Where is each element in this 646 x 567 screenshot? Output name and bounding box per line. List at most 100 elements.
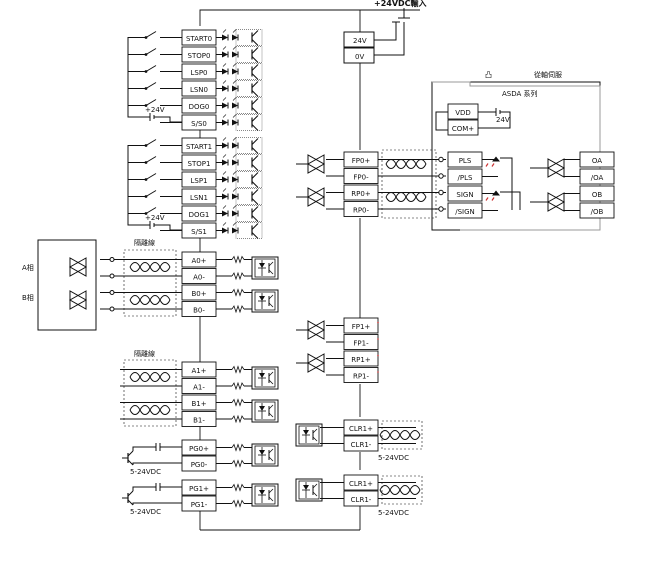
encoder0-terminal-0-label: A0+ <box>191 257 206 265</box>
clr-terminal-3-label: CLR1- <box>351 496 372 504</box>
controller-outline <box>199 9 420 531</box>
servo-output-0-label: OA <box>592 157 602 165</box>
opto-coupler-icon <box>254 291 276 311</box>
servo-terminal-3-label: /SIGN <box>455 208 475 216</box>
servo-output-2-label: OB <box>592 191 603 199</box>
line-driver-icon <box>547 192 566 212</box>
switch-contact <box>144 178 148 181</box>
encoder0-terminal-2: B0+ <box>181 284 217 301</box>
input-led-icon <box>221 46 239 58</box>
shield-label: 隔離線 <box>134 238 155 247</box>
opto-coupler-icon <box>254 368 276 388</box>
pulse0-terminal-3-label: RP0- <box>353 207 370 215</box>
line-driver-icon <box>307 320 326 340</box>
plus24-label: +24V <box>145 106 165 114</box>
input1-terminal-1: STOP1 <box>181 154 217 171</box>
input0-terminal-3-label: LSN0 <box>190 86 208 94</box>
encoder1-terminal-3: B1- <box>181 411 217 427</box>
switch-contact <box>144 212 148 215</box>
led-icon <box>492 156 500 162</box>
servo-model: ASDA 系列 <box>502 89 538 98</box>
input-led-icon <box>221 171 239 183</box>
pg-terminal-3-label: PG1- <box>191 501 208 509</box>
line-driver-icon <box>307 353 326 373</box>
encoder-source: A相 B相 <box>22 239 97 331</box>
servo-output-3-label: /OB <box>591 208 604 216</box>
input1-terminal-0-label: START1 <box>186 143 212 151</box>
pg-terminal-2-label: PG1+ <box>189 485 209 493</box>
input1-terminal-1-label: STOP1 <box>188 160 211 168</box>
pulse0-terminal-0: FP0+ <box>343 151 379 168</box>
resistor-icon <box>231 399 245 406</box>
servo-terminal-2: SIGN <box>447 185 483 202</box>
pulse0-terminal-0-label: FP0+ <box>352 157 371 165</box>
switch-contact <box>144 36 148 39</box>
servo-output-2: OB <box>579 185 615 202</box>
servo-terminal-3: /SIGN <box>447 202 483 219</box>
resistor-icon <box>231 305 245 313</box>
plus24-label: +24V <box>145 214 165 222</box>
input0-terminal-0-label: START0 <box>186 35 212 43</box>
clr-voltage-label: 5-24VDC <box>378 509 409 517</box>
input1-terminal-2: LSP1 <box>181 171 217 188</box>
switch-contact <box>144 53 148 56</box>
input0-terminal-1-label: STOP0 <box>188 52 211 60</box>
input1-terminal-4: DOG1 <box>181 205 217 222</box>
input0-terminal-3: LSN0 <box>181 80 217 97</box>
input-led-icon <box>221 63 239 75</box>
led-icon <box>492 190 500 196</box>
servo-output-3: /OB <box>579 202 615 219</box>
resistor-icon <box>231 444 245 451</box>
resistor-icon <box>231 460 245 467</box>
input0-terminal-5: S/S0 <box>181 114 217 131</box>
pg-terminal-3: PG1- <box>181 495 217 512</box>
input-led-icon <box>221 114 239 126</box>
pulse1-terminal-0-label: FP1+ <box>352 323 371 331</box>
input1-terminal-0: START1 <box>181 137 217 154</box>
pulse0-terminal-2-label: RP0+ <box>351 190 371 198</box>
servo-output-0: OA <box>579 151 615 168</box>
opto-coupler-icon <box>254 485 276 505</box>
twisted-pair-icon <box>129 405 171 415</box>
shield-label: 隔離線 <box>134 349 155 358</box>
servo-terminal-0: PLS <box>447 151 483 168</box>
encoder0-terminal-3-label: B0- <box>193 307 205 315</box>
servo-terminal-vdd: VDD <box>447 103 479 120</box>
power-24v-label: 24V <box>353 37 367 45</box>
clr-terminal-0-label: CLR1+ <box>349 425 373 433</box>
pulse-outputs: FP0+FP0-RP0+RP0-FP1+FP1-RP1+RP1- <box>296 149 446 383</box>
encoder1-terminal-1-label: A1- <box>193 384 205 392</box>
servo-output-1-label: /OA <box>591 174 604 182</box>
servo-output-1: /OA <box>579 168 615 185</box>
pg-voltage-label: 5-24VDC <box>130 468 161 476</box>
encoder1-terminal-2: B1+ <box>181 394 217 411</box>
resistor-icon <box>231 256 245 263</box>
input0-terminal-0: START0 <box>181 29 217 46</box>
power-input: +24VDC輸入 24V 0V <box>343 0 427 64</box>
transistor-icon <box>121 450 134 466</box>
line-driver-icon <box>307 187 326 207</box>
switch-contact <box>144 144 148 147</box>
twisted-pair-icon <box>379 430 421 440</box>
encoder0-terminal-3: B0- <box>181 301 217 317</box>
input0-terminal-2-label: LSP0 <box>190 69 207 77</box>
pulse0-terminal-1: FP0- <box>343 168 379 184</box>
servo-terminal-vdd-label: VDD <box>455 109 471 117</box>
servo-terminal-1: /PLS <box>447 168 483 185</box>
clr-voltage-label: 5-24VDC <box>378 454 409 462</box>
opto-coupler-icon <box>254 445 276 465</box>
pulse1-terminal-3-label: RP1- <box>353 373 370 381</box>
pulse1-terminal-2-label: RP1+ <box>351 356 371 364</box>
switch-contact <box>144 195 148 198</box>
resistor-icon <box>231 382 245 390</box>
switch-contact <box>144 87 148 90</box>
clr-terminal-2: CLR1+ <box>343 474 379 491</box>
pulse1-terminal-2: RP1+ <box>343 350 379 367</box>
pulse0-terminal-3: RP0- <box>343 201 379 217</box>
servo-terminal-com: COM+ <box>447 119 479 136</box>
resistor-icon <box>231 415 245 423</box>
